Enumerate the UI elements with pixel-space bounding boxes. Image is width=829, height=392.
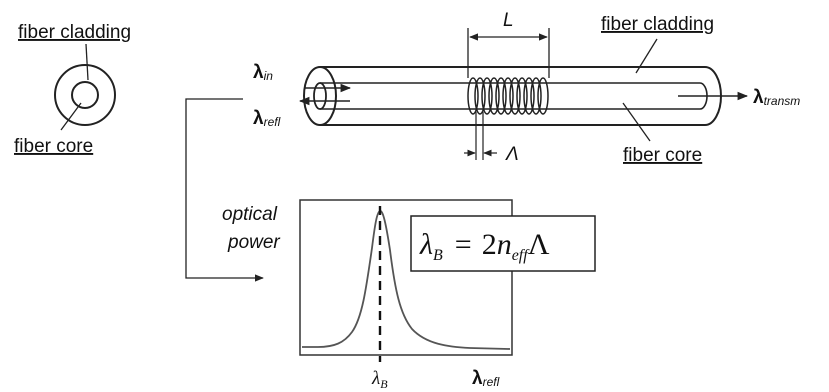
input-wavelength-label: λin <box>253 62 273 83</box>
spectrum-frame <box>299 199 513 356</box>
cross-section-core-label: fiber core <box>14 136 93 157</box>
spectrum-xlabel: λrefl <box>472 368 500 389</box>
bragg-condition-formula: λB=2neffΛ <box>419 228 550 264</box>
core-circle <box>71 81 99 109</box>
grating-length-label: L <box>503 10 514 31</box>
fiber-cladding-pointer <box>635 38 658 74</box>
fiber-cladding-label: fiber cladding <box>601 14 714 35</box>
fiber-cross-section: fiber cladding fiber core <box>14 22 131 157</box>
cross-section-cladding-label: fiber cladding <box>18 22 131 43</box>
fiber-core-label: fiber core <box>623 145 702 166</box>
bragg-grating <box>467 77 549 115</box>
period-label: Λ <box>505 144 519 165</box>
fiber-front-face <box>303 66 337 126</box>
fiber-with-grating: L Λ fiber cladding fiber core λin λrefl … <box>185 10 800 282</box>
transmitted-wavelength-label: λtransm <box>753 87 800 108</box>
bragg-wavelength-label: λB <box>371 368 388 391</box>
reflection-spectrum: optical power λB λrefl λB=2neffΛ <box>222 199 596 391</box>
cladding-pointer <box>85 43 89 81</box>
fiber-core-pointer <box>622 102 651 142</box>
reflected-routing-line <box>185 98 264 282</box>
reflected-wavelength-label: λrefl <box>253 108 281 129</box>
formula-box <box>410 215 596 272</box>
spectrum-ylabel-line2: power <box>227 232 280 253</box>
spectrum-ylabel-line1: optical <box>222 204 278 225</box>
core-pointer <box>60 102 82 131</box>
cladding-circle <box>54 64 116 126</box>
